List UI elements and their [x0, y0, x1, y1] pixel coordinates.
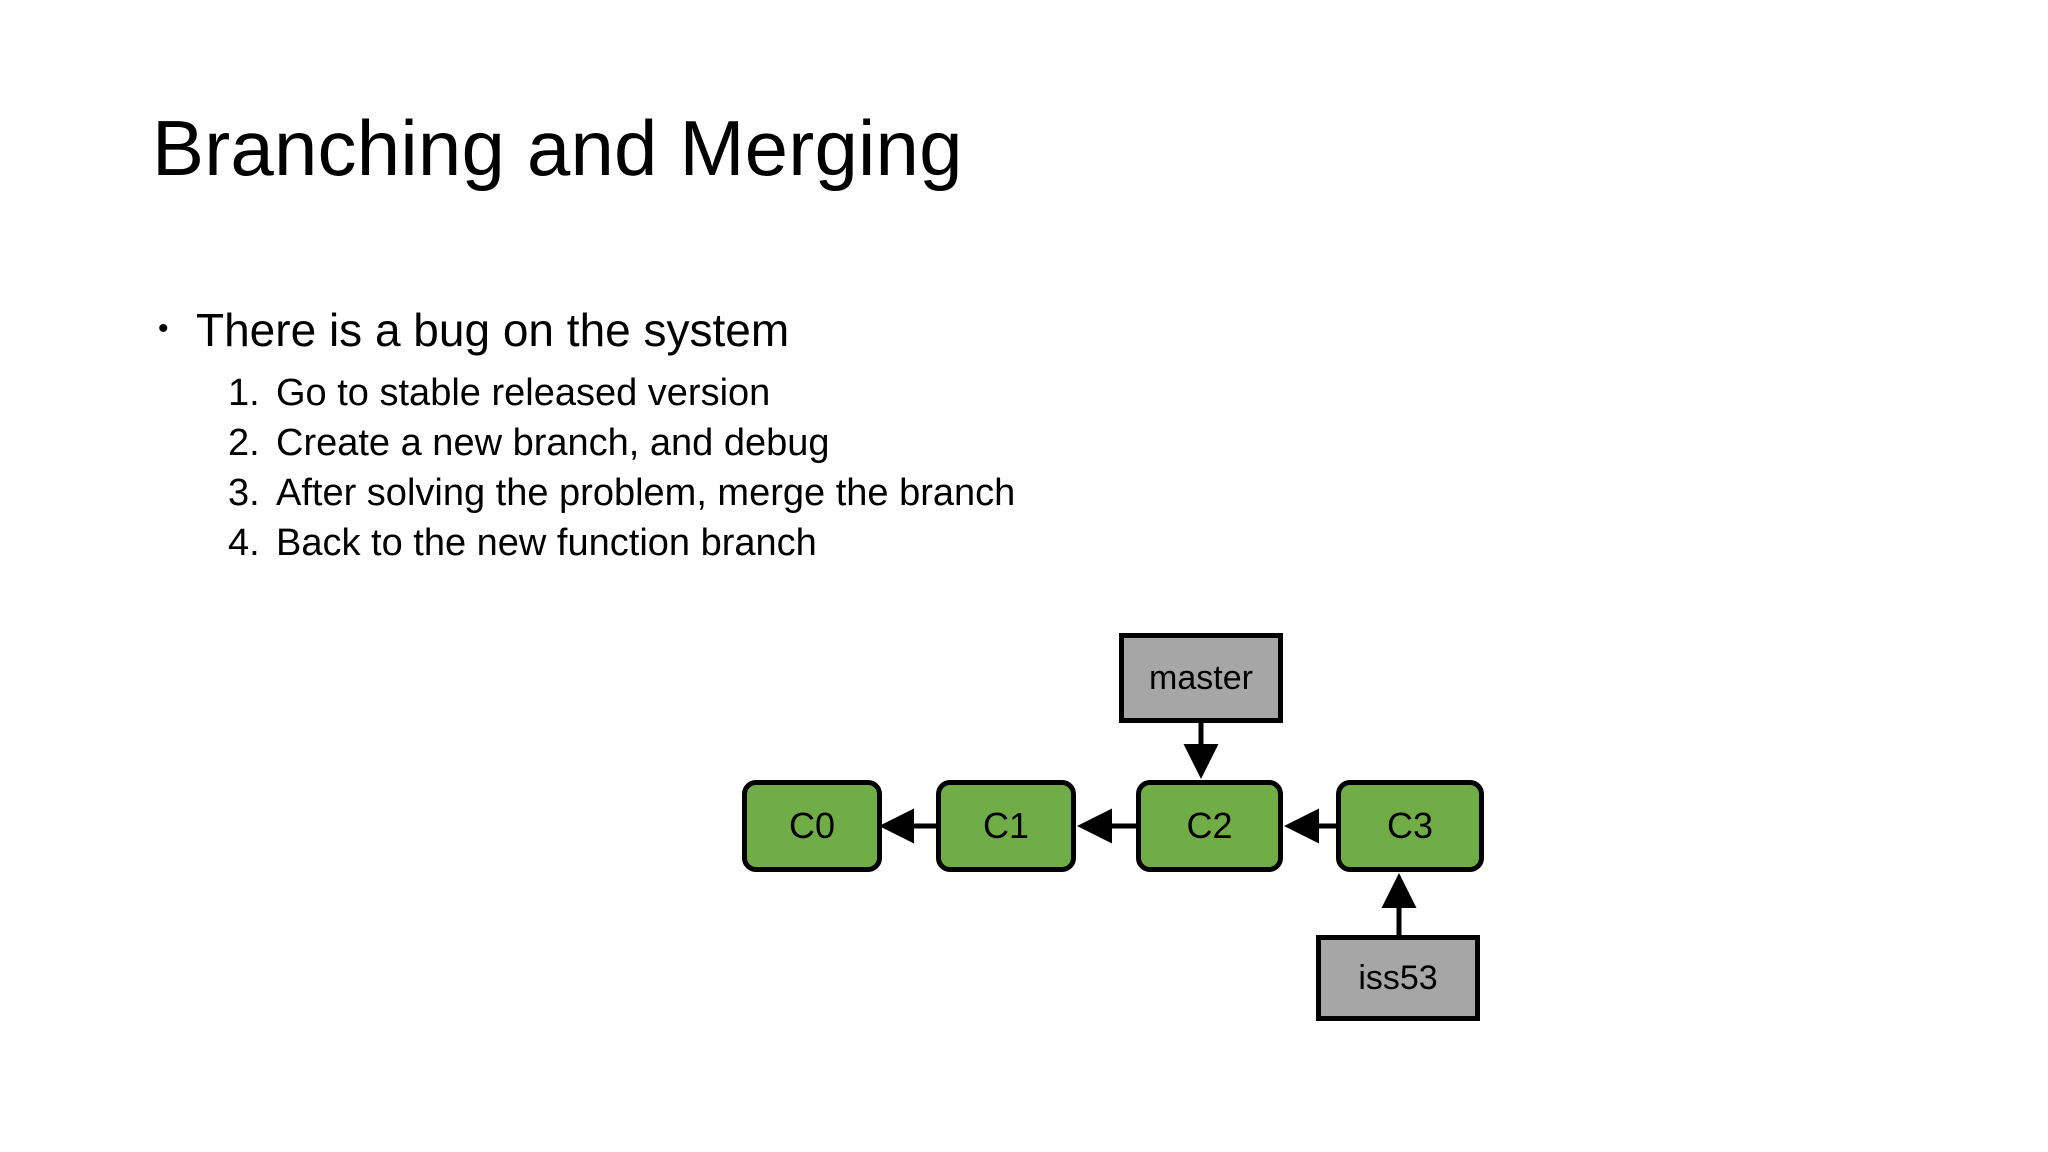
branch-label-iss53[interactable]: iss53: [1316, 935, 1480, 1021]
commit-node-c0[interactable]: C0: [742, 780, 882, 872]
commit-node-c3-label: C3: [1386, 805, 1434, 846]
commit-node-c3[interactable]: C3: [1336, 780, 1484, 872]
list-item-label: Create a new branch, and debug: [276, 422, 830, 464]
commit-node-c1[interactable]: C1: [936, 780, 1076, 872]
list-item-marker: 3.: [228, 472, 260, 514]
slide-body: • There is a bug on the system 1. Go to …: [150, 306, 1350, 568]
bullet-point-icon: •: [158, 312, 169, 345]
list-item-label: Back to the new function branch: [276, 522, 817, 564]
commit-node-c0-label: C0: [788, 805, 836, 846]
list-item-label: After solving the problem, merge the bra…: [276, 472, 1016, 514]
branch-label-master[interactable]: master: [1119, 633, 1283, 723]
page-title: Branching and Merging: [152, 104, 963, 192]
list-item: 2. Create a new branch, and debug: [228, 418, 1350, 468]
bullet-item-bug: • There is a bug on the system: [150, 306, 1350, 354]
list-item-marker: 1.: [228, 372, 260, 414]
list-item: 3. After solving the problem, merge the …: [228, 468, 1350, 518]
list-item: 4. Back to the new function branch: [228, 518, 1350, 568]
list-item: 1. Go to stable released version: [228, 368, 1350, 418]
numbered-step-list: 1. Go to stable released version 2. Crea…: [150, 368, 1350, 568]
commit-node-c1-label: C1: [982, 805, 1030, 846]
commit-node-c2-label: C2: [1186, 805, 1233, 846]
list-item-marker: 2.: [228, 422, 260, 464]
list-item-label: Go to stable released version: [276, 372, 771, 414]
list-item-marker: 4.: [228, 522, 260, 564]
branch-label-master-text: master: [1149, 658, 1253, 697]
commit-node-c2[interactable]: C2: [1136, 780, 1283, 872]
bullet-item-label: There is a bug on the system: [196, 304, 790, 356]
branch-label-iss53-text: iss53: [1358, 958, 1438, 997]
